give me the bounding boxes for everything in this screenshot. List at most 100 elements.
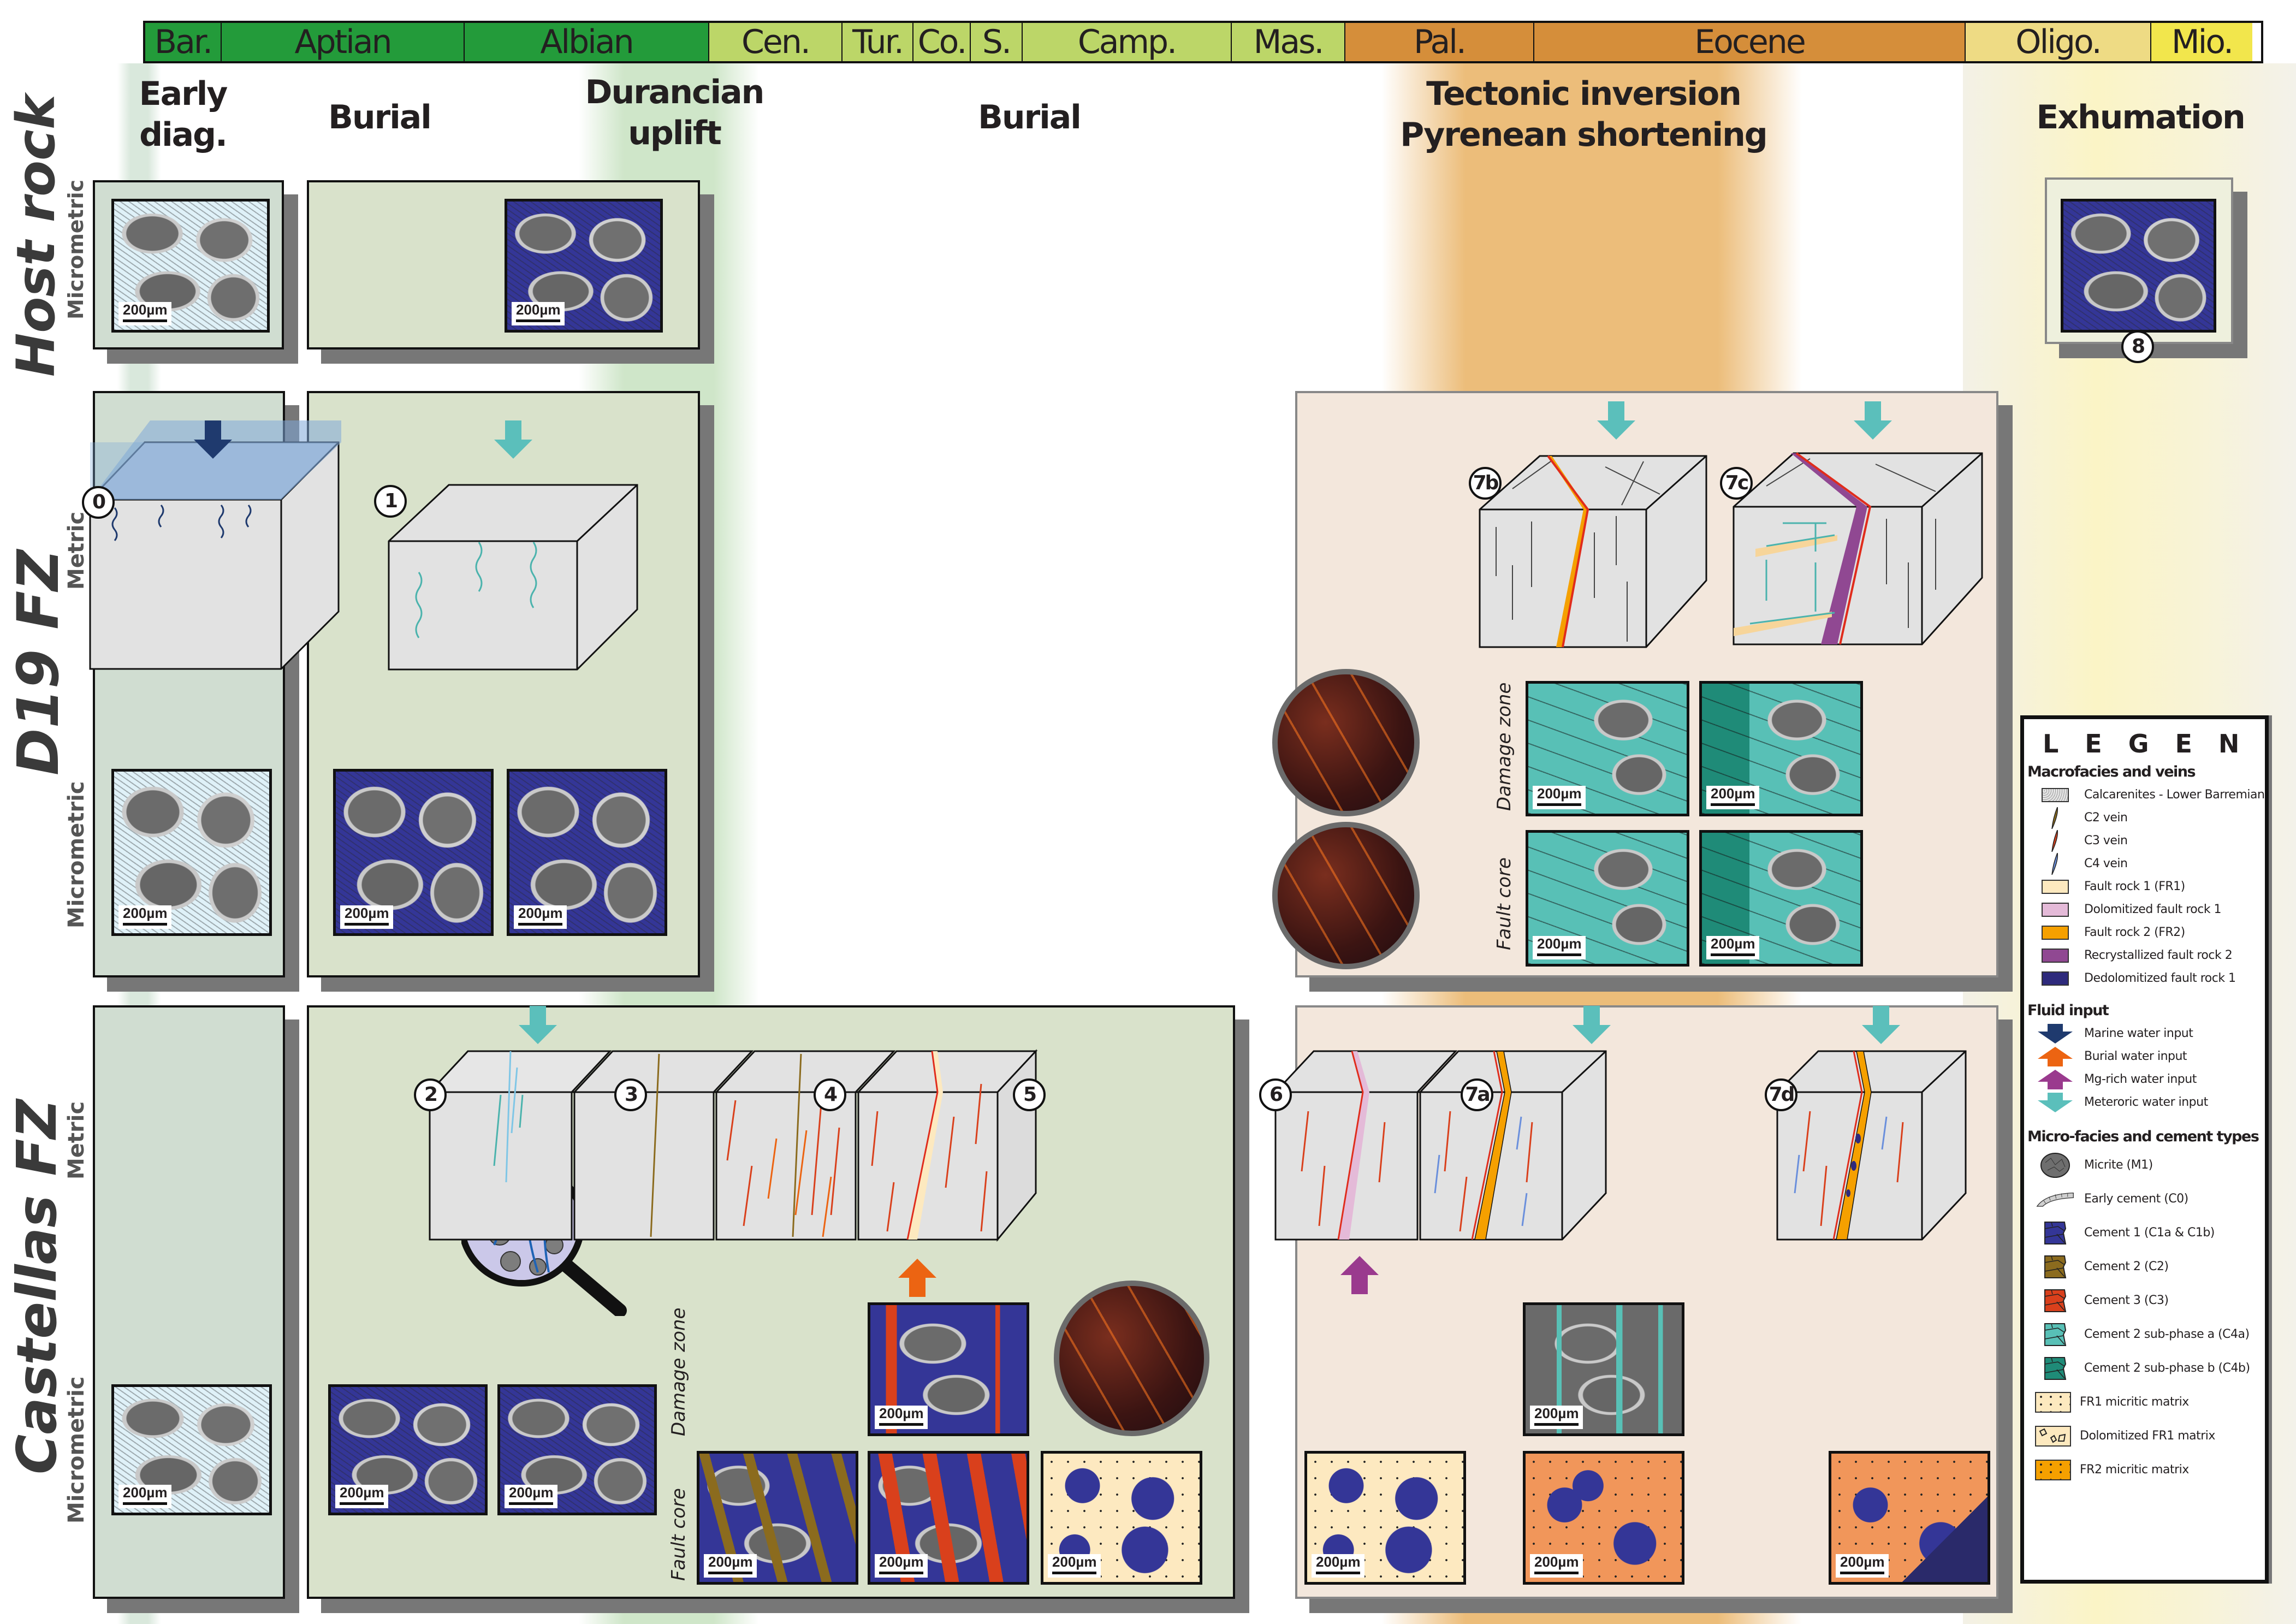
row-label-castellas: Castellas FZ [5,1099,69,1474]
phase-tectonic-inversion: Tectonic inversion Pyrenean shortening [1349,74,1818,156]
stage-number-7a: 7a [1461,1078,1493,1111]
block-stage-1 [388,484,640,716]
scale-bar: 200µm [1706,786,1760,809]
legend-item: C2 vein [2030,807,2265,829]
legend-item: FR1 micritic matrix [2030,1385,2265,1419]
timeline-stage: S. [971,23,1023,61]
timeline-stage: Mio. [2151,23,2252,61]
legend-section-micro: Micro-facies and cement types [2027,1128,2259,1145]
castellas-burial-micrograph-1: 200µm [328,1384,488,1515]
phase-burial-1: Burial [328,98,432,137]
castellas-early-panel: 200µm [93,1005,285,1599]
stage-number-2: 2 [414,1078,447,1111]
d19-core-micrograph-1: 200µm [1526,830,1689,967]
legend-item-label: Dolomitized FR1 matrix [2080,1429,2215,1443]
phase-early-line1: Early [139,75,228,113]
dotted-swatch-icon [2030,1459,2080,1480]
legend-item: Cement 3 (C3) [2030,1284,2265,1318]
legend-section-macrofacies: Macrofacies and veins [2027,763,2196,780]
legend-item: Cement 2 sub-phase b (C4b) [2030,1352,2265,1385]
exhumation-panel [2045,177,2233,344]
phase-durancian-line1: Durancian [585,73,765,111]
legend-item: Mg-rich water input [2030,1068,2265,1091]
phase-tectonic-line2: Pyrenean shortening [1400,116,1768,154]
legend: LEGEND Macrofacies and veins Calcarenite… [2020,715,2269,1584]
legend-item-label: Recrystallized fault rock 2 [2084,948,2233,962]
scale-bar: 200µm [335,1485,389,1508]
block-7b-drawing [1479,455,1707,648]
legend-item: Dedolomitized fault rock 1 [2030,967,2265,990]
legend-item-label: Calcarenites - Lower Barremian [2084,787,2265,802]
swatch-icon [2030,948,2084,963]
swatch-icon [2030,925,2084,940]
meteoric-water-arrow-icon [1573,1006,1611,1044]
meteoric-water-arrow-icon [519,1006,557,1044]
timeline-stage: Eocene [1534,23,1966,61]
castellas-core-micrograph-dolo-fr1: 200µm [1304,1451,1466,1585]
legend-item: Burial water input [2030,1045,2265,1068]
legend-item-label: Early cement (C0) [2084,1192,2188,1206]
legend-item: Cement 2 sub-phase a (C4a) [2030,1318,2265,1352]
castellas-burial-micrograph-2: 200µm [497,1384,657,1515]
timeline-stage: Albian [465,23,709,61]
legend-item-label: Dedolomitized fault rock 1 [2084,971,2236,985]
legend-item-label: Cement 2 (C2) [2084,1259,2169,1273]
scale-bar: 200µm [1836,1554,1889,1578]
host-early-panel: 200µm [93,180,284,349]
phase-durancian-line2: uplift [628,114,722,152]
stage-number-7c: 7c [1720,467,1753,500]
scale-bar: 200µm [340,905,394,929]
d19-core-micrograph-2: 200µm [1699,830,1863,967]
timeline-stage: Oligo. [1966,23,2151,61]
stage-number-8: 8 [2121,330,2154,363]
row-sublabel-d19-micrometric: Micrometric [64,781,89,928]
scale-bar: 200µm [505,1485,558,1508]
phase-burial-2: Burial [978,98,1082,137]
block-stage-7c [1733,452,1985,685]
legend-item-label: Cement 1 (C1a & C1b) [2084,1225,2215,1240]
d19-burial-micrograph-2: 200µm [507,769,667,936]
phase-early-line2: diag. [139,116,228,154]
scale-bar: 200µm [118,905,172,929]
host-early-micrograph: 200µm [111,199,270,333]
stage-number-1: 1 [374,485,407,518]
phase-durancian-uplift: Durancian uplift [568,72,781,154]
legend-micro-list: Micrite (M1) Early cement (C0) Cement 1 (C… [2030,1148,2265,1487]
scale-bar: 200µm [875,1406,928,1429]
timeline-stage: Camp. [1023,23,1232,61]
block-stage-7d [1776,1050,1996,1272]
scale-bar: 200µm [118,1485,172,1508]
cement-block-icon [2030,1289,2084,1312]
cement-block-icon [2030,1356,2084,1380]
stage-number-6: 6 [1259,1078,1292,1111]
legend-item-label: C4 vein [2084,856,2128,870]
legend-item: Dolomitized FR1 matrix [2030,1419,2265,1453]
scale-bar: 200µm [1530,1406,1583,1429]
cement-block-icon [2030,1221,2084,1244]
zone-label-damage: Damage zone [1493,682,1515,811]
phase-early-diagenesis: Early diag. [128,74,238,156]
legend-item-label: Cement 3 (C3) [2084,1293,2169,1307]
timeline-stage: Bar. [145,23,222,61]
meteoric-water-arrow-icon [494,420,532,459]
vein-lens-icon [2030,829,2084,852]
legend-item: C4 vein [2030,852,2265,875]
marine-water-arrow-icon [194,420,232,459]
swatch-icon [2030,971,2084,986]
legend-item: Micrite (M1) [2030,1148,2265,1182]
legend-item: C3 vein [2030,829,2265,852]
d19-early-micrograph: 200µm [111,769,272,936]
stage-number-7b: 7b [1469,467,1502,500]
blocks-6-7a-drawing [1274,1050,1607,1241]
scale-bar: 200µm [875,1554,928,1578]
d19-core-cl-image [1272,822,1420,969]
legend-item-label: Marine water input [2084,1026,2193,1040]
arrow-up-icon [2030,1069,2084,1090]
zone-label-damage: Damage zone [668,1307,690,1436]
castellas-core-micrograph-fr2: 200µm [1523,1451,1684,1585]
row-label-host-rock: Host rock [5,94,67,377]
cement-block-icon [2030,1323,2084,1346]
castellas-damage-micrograph-c4: 200µm [1523,1302,1684,1436]
scale-bar: 200µm [1533,936,1586,959]
scale-bar: 200µm [512,302,565,325]
